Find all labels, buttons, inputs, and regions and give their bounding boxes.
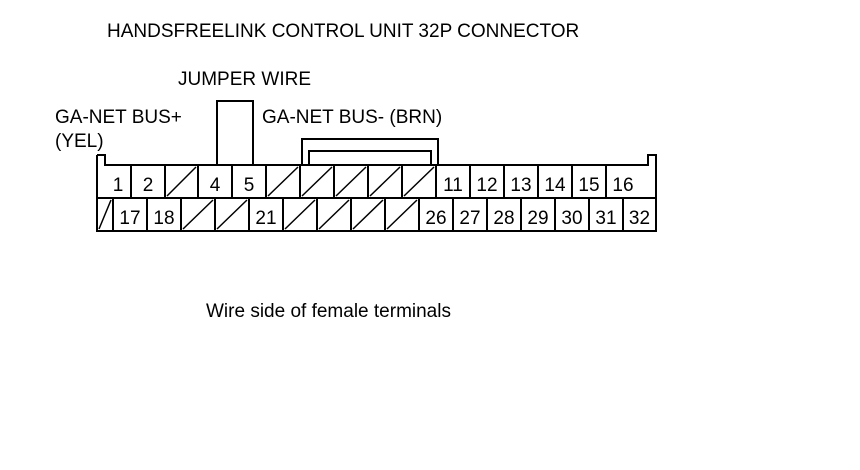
diagram-caption: Wire side of female terminals [206,301,451,322]
terminal-number: 18 [153,208,174,229]
ga-net-bus-plus-color: (YEL) [55,131,104,152]
unused-terminal-slash [301,166,333,197]
terminal-number: 11 [443,175,463,196]
unused-terminal-slash [267,166,299,197]
terminal-number: 21 [255,208,276,229]
terminal-number: 30 [561,208,582,229]
terminal-number: 12 [476,175,497,196]
terminal-number: 5 [244,175,255,196]
jumper-wire [216,100,254,165]
diagram-title: HANDSFREELINK CONTROL UNIT 32P CONNECTOR [107,21,580,42]
terminal-number: 16 [612,175,633,196]
terminal-number: 32 [629,208,650,229]
connector-lock-tab-inner [308,150,432,165]
terminal-number: 14 [544,175,566,196]
unused-terminal-slash [318,199,350,230]
unused-terminal-slash [352,199,384,230]
unused-terminal-slash [403,166,435,197]
terminal-number: 28 [493,208,514,229]
terminal-number: 15 [578,175,599,196]
unused-terminal-slash [98,199,112,230]
connector-lock-tab [301,138,439,165]
terminal-number: 26 [425,208,446,229]
unused-terminal-slash [166,166,197,197]
ga-net-bus-minus-label: GA-NET BUS- (BRN) [262,107,443,128]
terminal-number: 2 [143,175,154,196]
unused-terminal-slash [182,199,214,230]
unused-terminal-slash [335,166,367,197]
terminal-number: 17 [119,208,140,229]
bottom-terminal-row: 17 18 21 26 27 28 29 30 31 32 [98,198,650,231]
terminal-number: 29 [527,208,548,229]
unused-terminal-slash [386,199,418,230]
ga-net-bus-plus-label: GA-NET BUS+ [55,107,182,128]
terminal-number: 1 [113,175,124,196]
unused-terminal-slash [216,199,248,230]
terminal-number: 27 [459,208,480,229]
unused-terminal-slash [284,199,316,230]
terminal-number: 31 [595,208,616,229]
unused-terminal-slash [369,166,401,197]
jumper-wire-label: JUMPER WIRE [178,69,311,90]
terminal-number: 13 [510,175,531,196]
terminal-number: 4 [210,175,221,196]
